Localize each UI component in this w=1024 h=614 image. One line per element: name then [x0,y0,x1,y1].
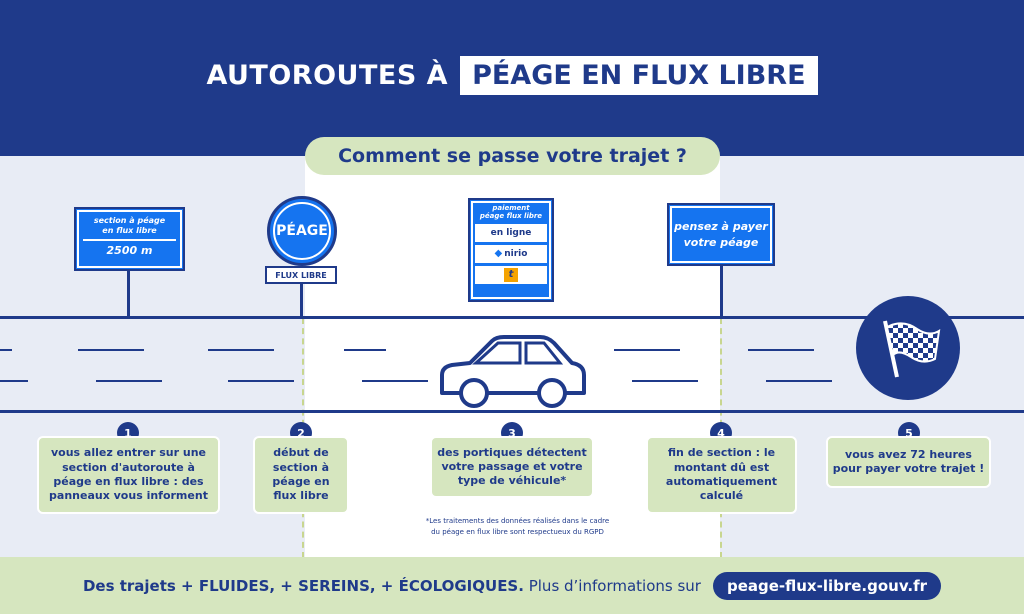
car-icon [440,335,586,408]
footer-banner: Des trajets + FLUIDES, + SEREINS, + ÉCOL… [0,557,1024,614]
lane-dash [766,380,832,382]
payment-sign: paiement péage flux libre en ligne ◆ nir… [468,198,554,302]
step-2-text: début de section à péage en flux libre [253,436,349,514]
peage-circle-sign: PÉAGE [267,196,337,266]
step-4-text: fin de section : le montant dû est autom… [646,436,797,514]
lane-dash [362,380,428,382]
footnote-line2: du péage en flux libre sont respectueux … [431,527,604,536]
lane-dash [228,380,294,382]
t-logo-icon: t [504,267,518,282]
flux-libre-plate: FLUX LIBRE [265,266,337,284]
road-top-edge [0,316,1024,319]
lane-dash [0,380,28,382]
checkered-flag-icon [883,320,941,378]
lane-dash [748,349,814,351]
pay-reminder-line2: votre péage [683,235,759,249]
payment-sign-title1: paiement [492,204,530,212]
checkered-flag-badge [856,296,960,400]
sign-post [300,284,303,317]
entry-sign-divider: 2500 m [83,239,176,257]
step-3-text: des portiques détectent votre passage et… [430,436,594,498]
lane-dash [96,380,162,382]
lane-dash [0,349,12,351]
title-left: AUTOROUTES À [206,60,449,91]
lane-dash [208,349,274,351]
payment-option-t: t [475,265,547,284]
pay-reminder-sign: pensez à payer votre péage [667,203,775,266]
entry-sign-line2: en flux libre [102,225,157,235]
footer-message: Des trajets + FLUIDES, + SEREINS, + ÉCOL… [83,577,701,595]
title: AUTOROUTES À PÉAGE EN FLUX LIBRE [0,56,1024,95]
entry-sign-line1: section à péage [93,216,166,225]
entry-sign-distance: 2500 m [106,244,153,258]
lane-dash [614,349,680,351]
footer-bold-text: Des trajets + FLUIDES, + SEREINS, + ÉCOL… [82,576,524,595]
sign-post [720,265,723,317]
lane-dash [344,349,386,351]
footer-normal-text: Plus d’informations sur [528,576,701,595]
payment-option-nirio: ◆ nirio [475,244,547,263]
payment-option-online: en ligne [475,223,547,242]
title-right: PÉAGE EN FLUX LIBRE [460,56,818,95]
step-1-text: vous allez entrer sur une section d'auto… [37,436,220,514]
peage-circle-label: PÉAGE [273,202,331,260]
sign-post [127,270,130,317]
pay-reminder-line1: pensez à payer [674,220,768,234]
footer-url-link[interactable]: peage-flux-libre.gouv.fr [712,571,942,600]
payment-sign-title2: péage flux libre [479,212,543,221]
gdpr-footnote: *Les traitements des données réalisés da… [395,516,640,537]
entry-sign: section à péage en flux libre 2500 m [74,207,185,271]
lane-dash [78,349,144,351]
question-banner: Comment se passe votre trajet ? [305,137,720,175]
footnote-line1: *Les traitements des données réalisés da… [425,517,610,525]
lane-dash [632,380,698,382]
road-bottom-edge [0,410,1024,413]
step-5-text: vous avez 72 heures pour payer votre tra… [826,436,991,488]
nirio-logo-icon: ◆ [494,248,503,260]
nirio-label: nirio [504,248,528,259]
